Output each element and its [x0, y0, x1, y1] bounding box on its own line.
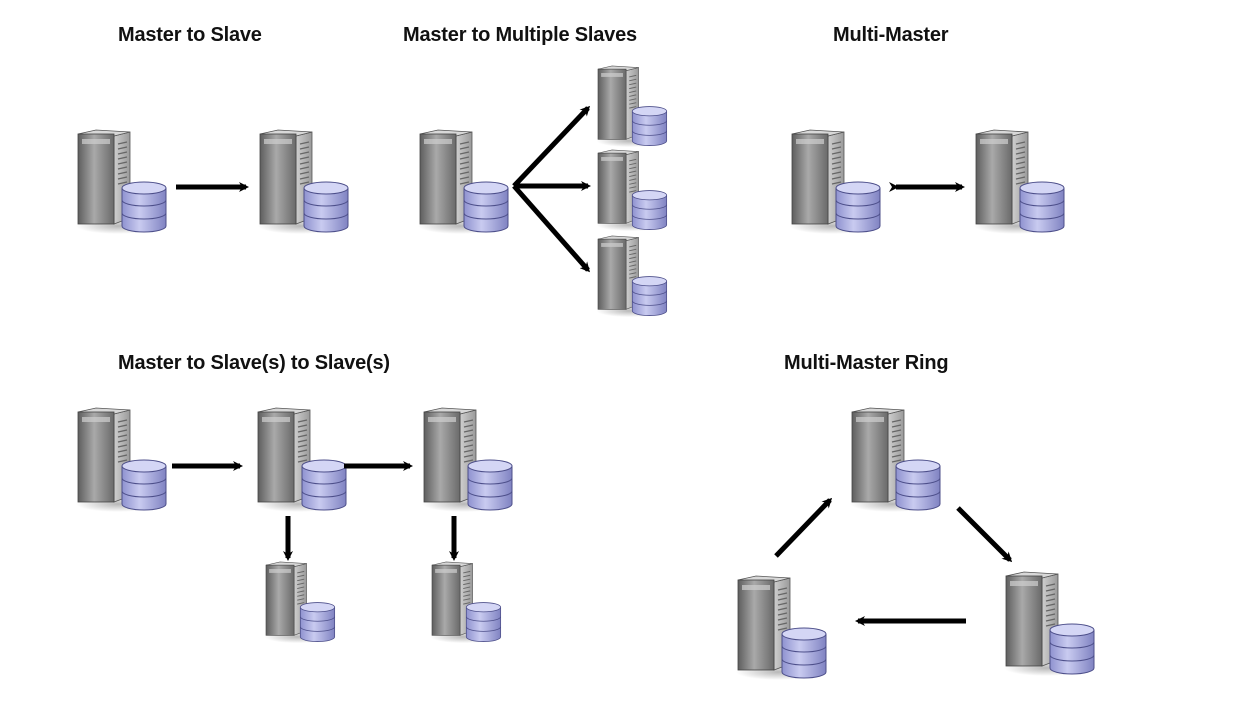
server-icon-ring-master-top — [850, 407, 941, 512]
arrow-master-to-slave-1 — [512, 105, 591, 188]
arrow-master-to-slave-3 — [512, 184, 590, 273]
arrow-ring-left-to-top — [774, 497, 833, 558]
server-icon-chain-slave-2-child — [430, 561, 502, 644]
server-icon-chain-slave-1-child — [264, 561, 336, 644]
title-master-to-multiple-slaves: Master to Multiple Slaves — [403, 24, 637, 46]
title-master-to-slaves-to-slaves: Master to Slave(s) to Slave(s) — [118, 352, 390, 374]
server-icon-ring-master-right — [1004, 571, 1095, 676]
title-multi-master-ring: Multi-Master Ring — [784, 352, 949, 374]
server-icon-chain-master — [76, 407, 167, 512]
server-icon-multi-master-2 — [974, 129, 1065, 234]
server-icon-multi-slaves-master — [418, 129, 509, 234]
server-icon-ring-master-left — [736, 575, 827, 680]
server-icon-master-to-slave-master — [76, 129, 167, 234]
server-icon-multi-slaves-slave-1 — [596, 65, 668, 148]
server-icon-multi-master-1 — [790, 129, 881, 234]
server-icon-chain-slave-1 — [256, 407, 347, 512]
server-icon-chain-slave-2 — [422, 407, 513, 512]
server-icon-multi-slaves-slave-3 — [596, 235, 668, 318]
server-icon-multi-slaves-slave-2 — [596, 149, 668, 232]
title-multi-master: Multi-Master — [833, 24, 949, 46]
arrow-ring-top-to-right — [956, 506, 1013, 563]
server-icon-master-to-slave-slave — [258, 129, 349, 234]
title-master-to-slave: Master to Slave — [118, 24, 262, 46]
